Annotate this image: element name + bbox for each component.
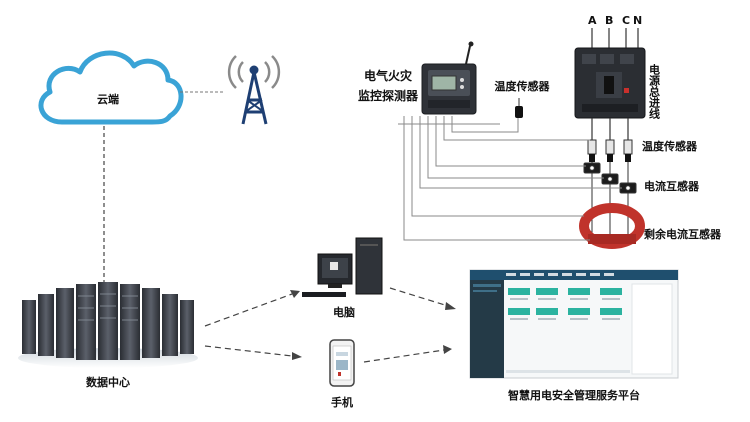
detector-wiring <box>398 116 622 241</box>
detector-label-line2: 监控探测器 <box>358 88 419 103</box>
cloud-icon <box>38 50 184 125</box>
arrowhead-computer <box>290 290 300 298</box>
svg-text:N: N <box>633 14 642 27</box>
temp-sensor-label-2: 温度传感器 <box>642 139 698 153</box>
current-transformer-icon <box>583 162 637 242</box>
phase-labels: A B C N <box>588 14 642 27</box>
platform-dashboard-thumbnail <box>469 269 679 379</box>
computer-icon <box>302 237 383 297</box>
detector-label-line1: 电气火灾 <box>364 68 413 83</box>
arrowhead-phone <box>292 352 302 360</box>
platform-arrows <box>363 287 449 363</box>
temp-sensor-array-icon <box>587 139 633 162</box>
residual-transformer-label: 剩余电流互感器 <box>644 227 722 241</box>
svg-text:C: C <box>622 14 630 27</box>
datacenter-arrows <box>204 293 293 357</box>
phone-label: 手机 <box>331 395 353 409</box>
svg-text:B: B <box>605 14 613 27</box>
datacenter-label: 数据中心 <box>86 375 130 389</box>
temp-sensor-icon <box>515 98 523 118</box>
svg-text:A: A <box>588 14 597 27</box>
platform-label: 智慧用电安全管理服务平台 <box>508 388 640 402</box>
cloud-label: 云端 <box>97 92 119 106</box>
arrowhead-platform-top <box>445 302 456 310</box>
main-breaker-icon <box>574 28 646 119</box>
residual-transformer-icon <box>579 203 645 249</box>
detector-device-icon <box>421 41 477 115</box>
signal-tower-icon <box>227 55 281 125</box>
current-transformer-label: 电流互感器 <box>644 179 700 193</box>
temp-sensor-label: 温度传感器 <box>495 79 551 93</box>
computer-label: 电脑 <box>333 305 355 319</box>
arrowhead-platform-bottom <box>443 345 452 354</box>
bus-wires <box>591 118 629 140</box>
phone-icon <box>329 339 355 387</box>
datacenter-icon <box>18 282 198 368</box>
mains-label: 电源总进线 <box>648 63 661 120</box>
